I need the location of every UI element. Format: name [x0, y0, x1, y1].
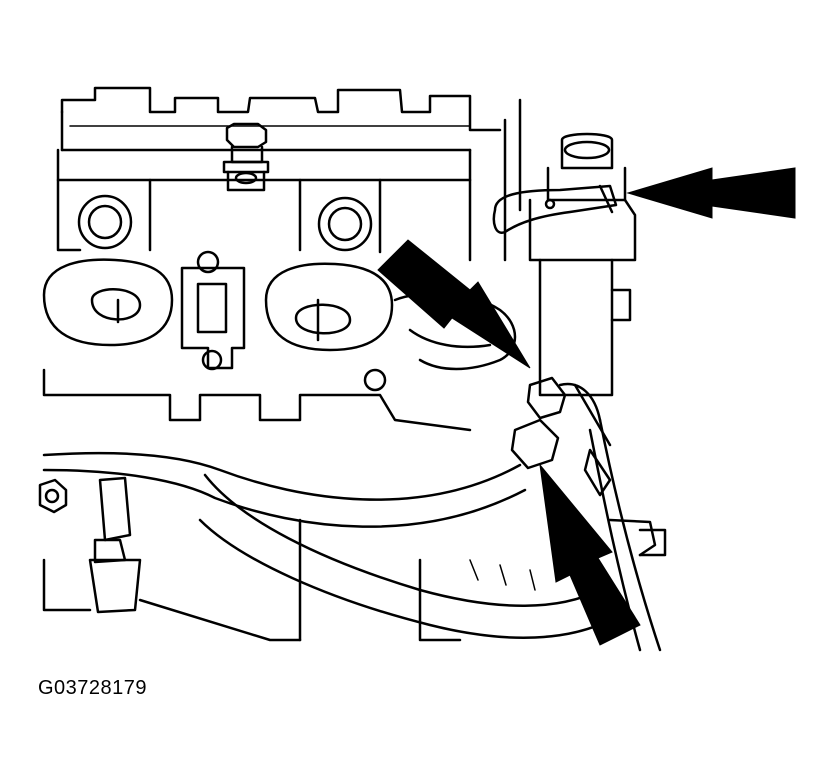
intake-port-2: [264, 262, 394, 352]
coolant-hose-upper: [42, 451, 527, 528]
engine-block-lower: [42, 518, 667, 642]
arrow-center-diagonal: [377, 239, 531, 369]
arrow-bottom-right: [539, 463, 641, 646]
spark-plug-well-2: [317, 196, 373, 252]
arrow-right-top: [626, 167, 796, 219]
cylinder-head-top: [60, 86, 502, 152]
intake-port-1: [42, 258, 174, 347]
water-outlet-housing: [503, 98, 637, 397]
figure-code: G03728179: [38, 677, 148, 699]
sensor-connector-top: [492, 184, 618, 234]
spark-plug-well-1: [77, 194, 133, 250]
center-boss: [180, 250, 246, 371]
left-hose-fitting: [38, 476, 142, 614]
cylinder-head-body: [56, 148, 472, 262]
